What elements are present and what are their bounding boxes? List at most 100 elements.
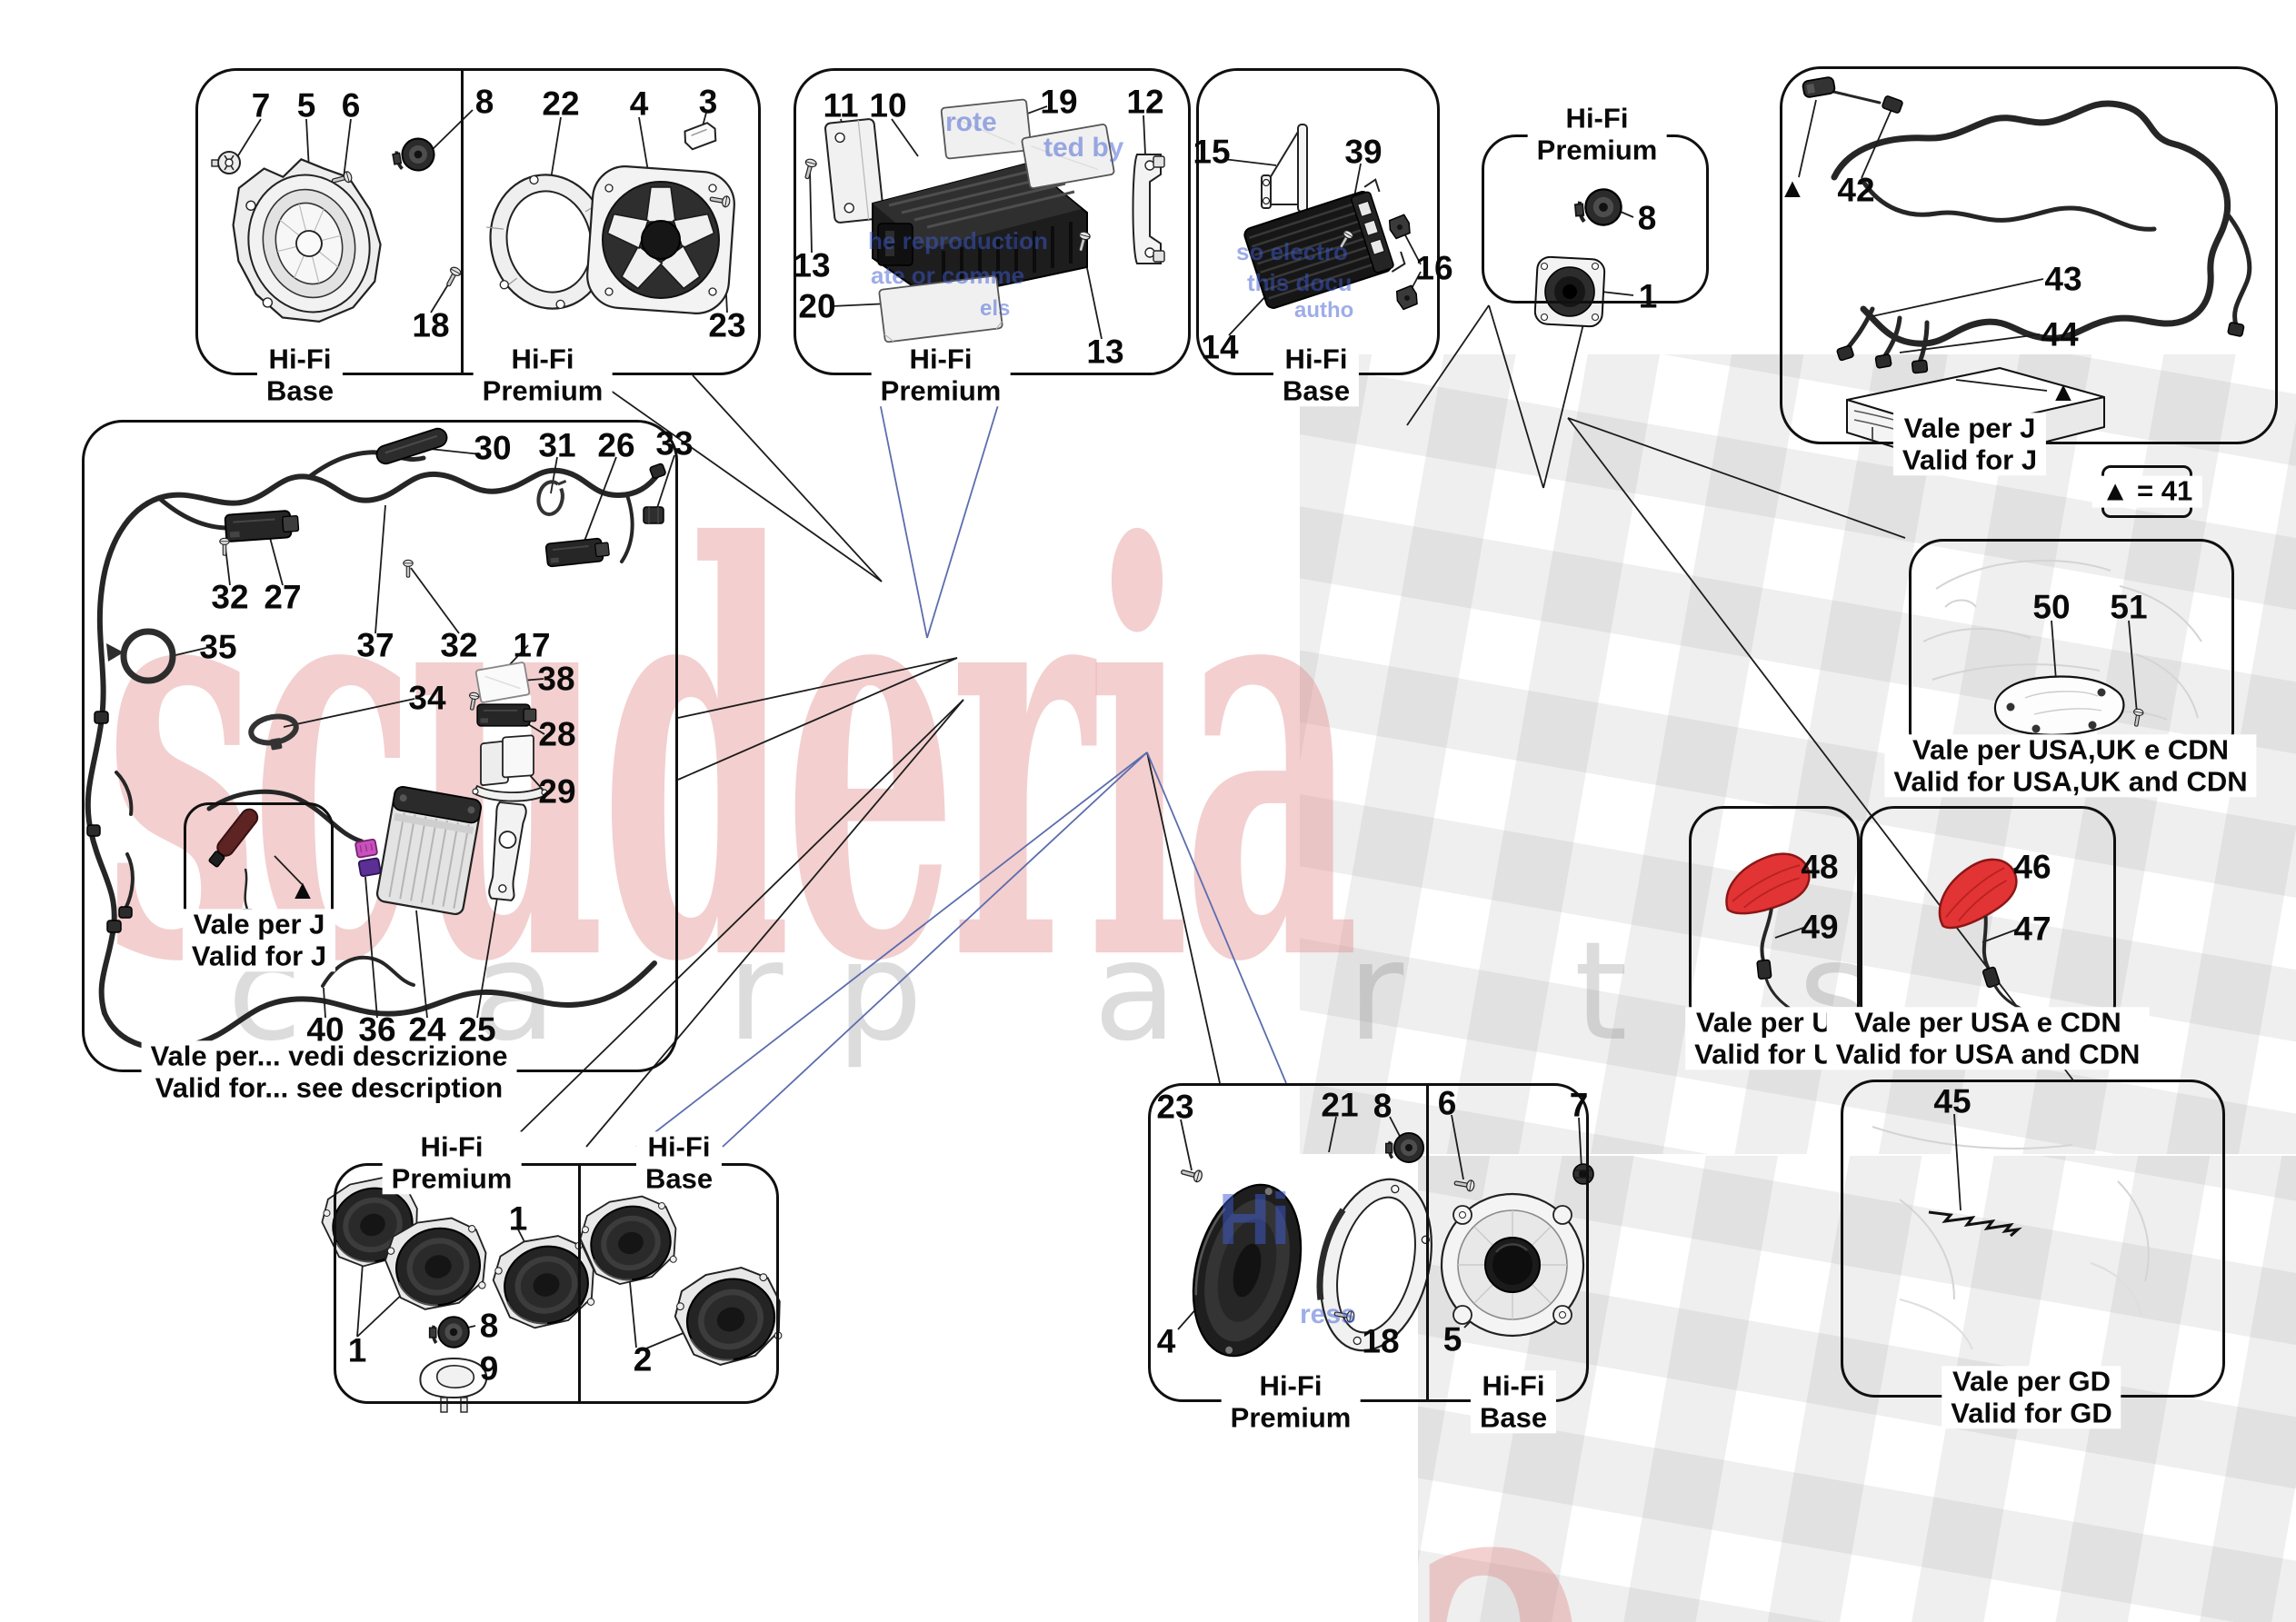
screw-32a <box>219 537 230 556</box>
screw-18 <box>443 264 464 289</box>
watermark-fragment: Hi <box>1218 1179 1291 1259</box>
woofer-4 <box>584 163 738 317</box>
callout-32: 32 <box>440 626 478 664</box>
callout-37: 37 <box>356 626 394 664</box>
watermark-fragment: he reproduction <box>868 227 1048 254</box>
callout-48: 48 <box>1801 848 1839 886</box>
watermark-fragment: rote <box>945 107 997 137</box>
callout-31: 31 <box>538 426 576 464</box>
tweeter-premium-8 <box>1574 188 1623 227</box>
connectors-36 <box>354 838 382 878</box>
connector-33 <box>643 506 664 524</box>
tweeter-8c <box>1383 1131 1425 1164</box>
callout-17: 17 <box>513 626 551 664</box>
callout-15: 15 <box>1193 133 1231 171</box>
faint-car-sketch <box>1872 559 2202 1300</box>
callout-3: 3 <box>698 83 718 121</box>
callout-27: 27 <box>264 578 302 616</box>
callout-7: 7 <box>1569 1086 1589 1124</box>
callout-8: 8 <box>1637 199 1657 237</box>
screw-13 <box>801 157 818 181</box>
tweeter-8b <box>427 1315 471 1349</box>
watermark-fragment: so electro <box>1236 238 1348 265</box>
callout-16: 16 <box>1415 249 1453 287</box>
faint-gd-sketch <box>1899 1262 2142 1350</box>
callout-22: 22 <box>542 85 580 123</box>
callout-8: 8 <box>474 83 494 121</box>
callout-11: 11 <box>823 86 859 124</box>
callout-30: 30 <box>474 429 512 467</box>
module-28 <box>476 703 537 727</box>
speaker-base-5 <box>1440 1192 1585 1338</box>
callout-44: 44 <box>2041 315 2079 353</box>
callout-35: 35 <box>199 628 237 666</box>
callout-40: 40 <box>306 1010 344 1049</box>
callout-29: 29 <box>538 772 576 811</box>
callout-32: 32 <box>211 578 249 616</box>
cover-plate-50 <box>1993 675 2125 736</box>
callout-8: 8 <box>479 1307 499 1345</box>
watermark-fragment: ate or comme <box>871 262 1025 289</box>
callout-28: 28 <box>538 715 576 753</box>
callout-13: 13 <box>1086 333 1124 371</box>
callout-45: 45 <box>1933 1082 1972 1120</box>
triangle-marker: ▲ <box>289 875 316 905</box>
speaker-2b <box>663 1252 797 1378</box>
harness-connectors-j <box>1836 322 2245 374</box>
callout-1: 1 <box>347 1331 367 1369</box>
callout-47: 47 <box>2013 910 2051 948</box>
watermark-fragment: els <box>980 296 1011 321</box>
callout-1: 1 <box>1638 277 1658 315</box>
plug-42 <box>1881 95 1904 114</box>
callout-36: 36 <box>358 1010 396 1049</box>
callout-38: 38 <box>537 660 575 698</box>
watermark-fragment: ted by <box>1043 133 1124 163</box>
callout-23: 23 <box>1156 1088 1194 1126</box>
callout-50: 50 <box>2032 588 2071 626</box>
callout-24: 24 <box>408 1010 446 1049</box>
bracket-29 <box>472 734 548 802</box>
callout-14: 14 <box>1201 328 1239 366</box>
module-26 <box>544 536 611 568</box>
clip-3 <box>681 120 720 152</box>
watermark-fragment: autho <box>1294 298 1354 323</box>
callout-20: 20 <box>798 287 836 325</box>
tweeter-8 <box>389 134 439 176</box>
callout-1: 1 <box>508 1199 528 1238</box>
bracket-9 <box>419 1358 488 1413</box>
parts-layer <box>106 75 2145 1413</box>
nut-7 <box>1572 1163 1594 1185</box>
screw-51 <box>2131 707 2145 728</box>
module-27 <box>224 509 301 543</box>
callout-18: 18 <box>412 306 450 344</box>
callout-19: 19 <box>1040 83 1078 121</box>
callout-9: 9 <box>479 1349 499 1388</box>
speaker-premium-1 <box>1533 255 1606 328</box>
callout-2: 2 <box>633 1340 653 1378</box>
callout-21: 21 <box>1321 1086 1359 1124</box>
callout-6: 6 <box>1437 1084 1457 1122</box>
grommet-35 <box>106 632 173 681</box>
callout-18: 18 <box>1362 1322 1400 1360</box>
callout-26: 26 <box>597 426 635 464</box>
clip-16b <box>1393 284 1421 312</box>
callout-4: 4 <box>1156 1322 1176 1360</box>
harness-connectors-main <box>86 463 666 933</box>
antenna-connector-41 <box>1801 75 1837 99</box>
callout-51: 51 <box>2110 588 2148 626</box>
callout-5: 5 <box>296 86 316 124</box>
callout-49: 49 <box>1801 908 1839 946</box>
amplifier-24 <box>374 784 484 917</box>
callout-39: 39 <box>1344 133 1383 171</box>
